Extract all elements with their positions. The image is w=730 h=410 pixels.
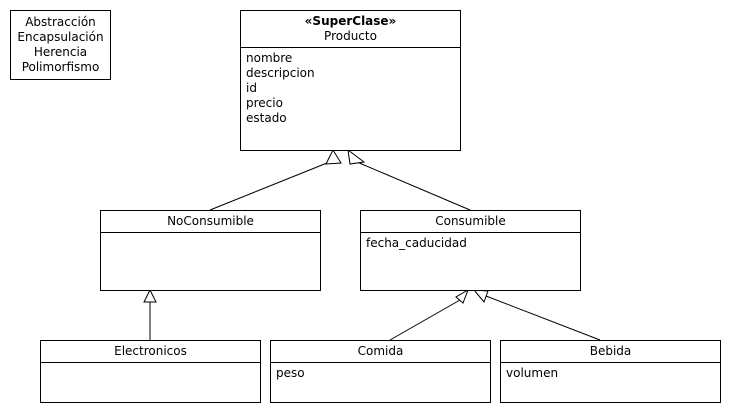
attribute-descripcion: descripcion <box>246 66 315 80</box>
class-consumible-name: Consumible <box>435 214 506 228</box>
class-producto-name: Producto <box>324 29 377 43</box>
attribute-estado: estado <box>246 111 287 125</box>
class-noconsumible-attributes <box>101 233 320 236</box>
note-line-encapsulacion: Encapsulación <box>17 30 104 44</box>
class-noconsumible-header: NoConsumible <box>101 211 320 233</box>
concepts-note: Abstracción Encapsulación Herencia Polim… <box>10 10 111 80</box>
generalization-line-consumible-producto <box>356 161 471 211</box>
class-electronicos[interactable]: Electronicos <box>40 340 261 403</box>
generalization-line-bebida-consumible <box>485 295 601 341</box>
class-electronicos-header: Electronicos <box>41 341 260 363</box>
class-bebida-name: Bebida <box>589 344 632 358</box>
class-electronicos-name: Electronicos <box>114 344 187 358</box>
generalization-arrowhead-electronicos-noconsumible <box>143 288 157 303</box>
class-electronicos-attributes <box>41 363 260 366</box>
class-comida-attributes: peso <box>271 363 490 381</box>
attribute-nombre: nombre <box>246 51 293 65</box>
class-noconsumible[interactable]: NoConsumible <box>100 210 321 291</box>
class-comida[interactable]: Comida peso <box>270 340 491 403</box>
class-comida-name: Comida <box>357 344 404 358</box>
class-consumible-attributes: fecha_caducidad <box>361 233 580 251</box>
generalization-arrowhead-consumible-producto <box>347 148 366 165</box>
attribute-precio: precio <box>246 96 283 110</box>
generalization-arrowhead-bebida-consumible <box>472 289 489 303</box>
class-bebida-attributes: volumen <box>501 363 720 381</box>
attribute-volumen: volumen <box>506 366 559 380</box>
class-producto-header: «SuperClase» Producto <box>241 11 460 48</box>
class-consumible[interactable]: Consumible fecha_caducidad <box>360 210 581 291</box>
attribute-id: id <box>246 81 257 95</box>
class-producto-stereotype: «SuperClase» <box>304 14 397 28</box>
generalization-line-comida-consumible <box>389 299 461 341</box>
generalization-arrowhead-noconsumible-producto <box>325 148 342 165</box>
note-line-abstraccion: Abstracción <box>25 15 96 29</box>
class-bebida[interactable]: Bebida volumen <box>500 340 721 403</box>
note-line-herencia: Herencia <box>33 45 88 59</box>
class-comida-header: Comida <box>271 341 490 363</box>
class-producto-attributes: nombre descripcion id precio estado <box>241 48 460 126</box>
class-consumible-header: Consumible <box>361 211 580 233</box>
attribute-peso: peso <box>276 366 305 380</box>
note-line-polimorfismo: Polimorfismo <box>21 60 100 74</box>
class-bebida-header: Bebida <box>501 341 720 363</box>
class-producto[interactable]: «SuperClase» Producto nombre descripcion… <box>240 10 461 151</box>
class-noconsumible-name: NoConsumible <box>167 214 254 228</box>
attribute-fecha-caducidad: fecha_caducidad <box>366 236 467 250</box>
generalization-arrowhead-comida-consumible <box>455 288 469 304</box>
generalization-line-noconsumible-producto <box>209 160 333 211</box>
